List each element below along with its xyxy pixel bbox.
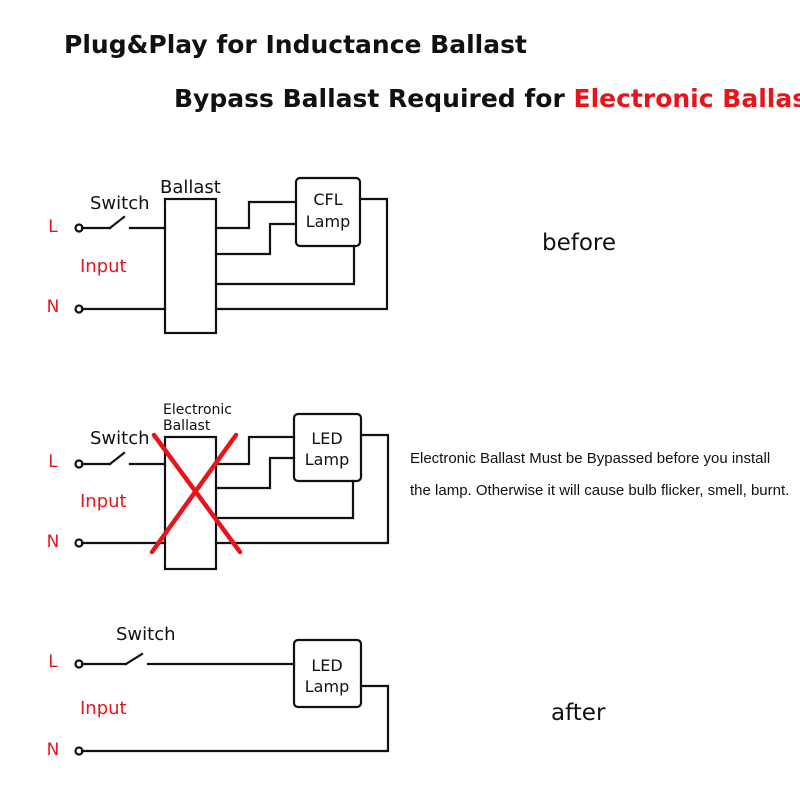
led-lamp-box-3 — [292, 638, 363, 709]
diagram-after — [74, 638, 390, 756]
switch-contact-2 — [108, 451, 126, 466]
switch-contact-3 — [124, 652, 144, 666]
cfl-lamp-box — [294, 176, 362, 248]
label-led-3: LED — [311, 656, 342, 675]
title-inductance: Plug&Play for Inductance Ballast — [64, 30, 527, 59]
label-lamp-1: Lamp — [306, 212, 350, 231]
label-lamp-3: Lamp — [305, 677, 349, 696]
label-input-2: Input — [80, 491, 127, 512]
caption-after: after — [551, 700, 606, 726]
title-bypass-prefix: Bypass Ballast Required for — [174, 84, 574, 113]
label-L-2: L — [48, 452, 58, 472]
label-ballast-2: Ballast — [163, 418, 211, 434]
electronic-ballast-box — [163, 435, 218, 571]
label-electronic: Electronic — [163, 402, 232, 418]
label-L-3: L — [48, 652, 58, 672]
caption-before: before — [542, 230, 617, 256]
label-cfl: CFL — [313, 190, 342, 209]
cross-out-mark — [149, 432, 243, 555]
label-N-1: N — [47, 297, 60, 317]
label-led-2: LED — [311, 429, 342, 448]
diagram-before — [74, 176, 389, 335]
warning-note: Electronic Ballast Must be Bypassed befo… — [410, 450, 790, 499]
label-switch-2: Switch — [90, 428, 150, 449]
title-bypass: Bypass Ballast Required for Electronic B… — [174, 84, 800, 113]
switch-contact-1 — [108, 215, 126, 230]
label-N-3: N — [47, 740, 60, 760]
label-ballast-1: Ballast — [160, 177, 221, 198]
label-switch-3: Switch — [116, 624, 176, 645]
label-input-3: Input — [80, 698, 127, 719]
label-switch-1: Switch — [90, 193, 150, 214]
diagram-electronic — [74, 412, 390, 571]
label-lamp-2: Lamp — [305, 450, 349, 469]
label-input-1: Input — [80, 256, 127, 277]
label-N-2: N — [47, 532, 60, 552]
ballast-box — [163, 197, 218, 335]
title-electronic-ballast: Electronic Ballast — [573, 84, 800, 113]
label-L-1: L — [48, 217, 58, 237]
led-lamp-box-2 — [292, 412, 363, 483]
